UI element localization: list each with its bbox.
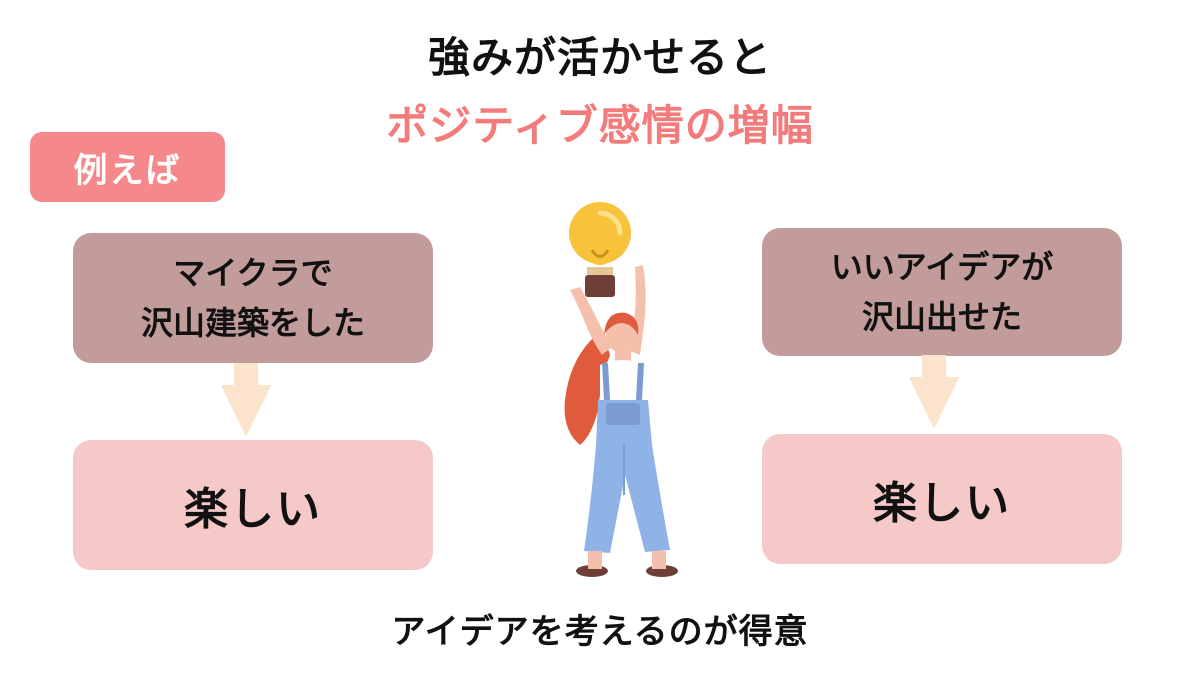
left-activity-text: マイクラで 沢山建築をした [140,254,365,342]
page-title: 強みが活かせると [427,33,772,82]
woman-with-lightbulb-illustration [564,202,678,577]
lightbulb-icon [569,202,631,297]
strength-caption: アイデアを考えるのが得意 [391,612,809,652]
example-badge: 例えば [30,132,225,202]
left-feeling-text: 楽しい [184,484,322,535]
left-activity-box: マイクラで 沢山建築をした [73,233,433,363]
down-arrow-icon [909,355,959,429]
right-feeling-box: 楽しい [762,434,1122,564]
page-subtitle: ポジティブ感情の増幅 [386,101,814,150]
right-activity-text: いいアイデアが 沢山出せた [830,248,1054,336]
right-feeling-text: 楽しい [873,478,1011,529]
left-feeling-box: 楽しい [73,440,433,570]
right-activity-box: いいアイデアが 沢山出せた [762,228,1122,356]
down-arrow-icon [221,363,271,437]
